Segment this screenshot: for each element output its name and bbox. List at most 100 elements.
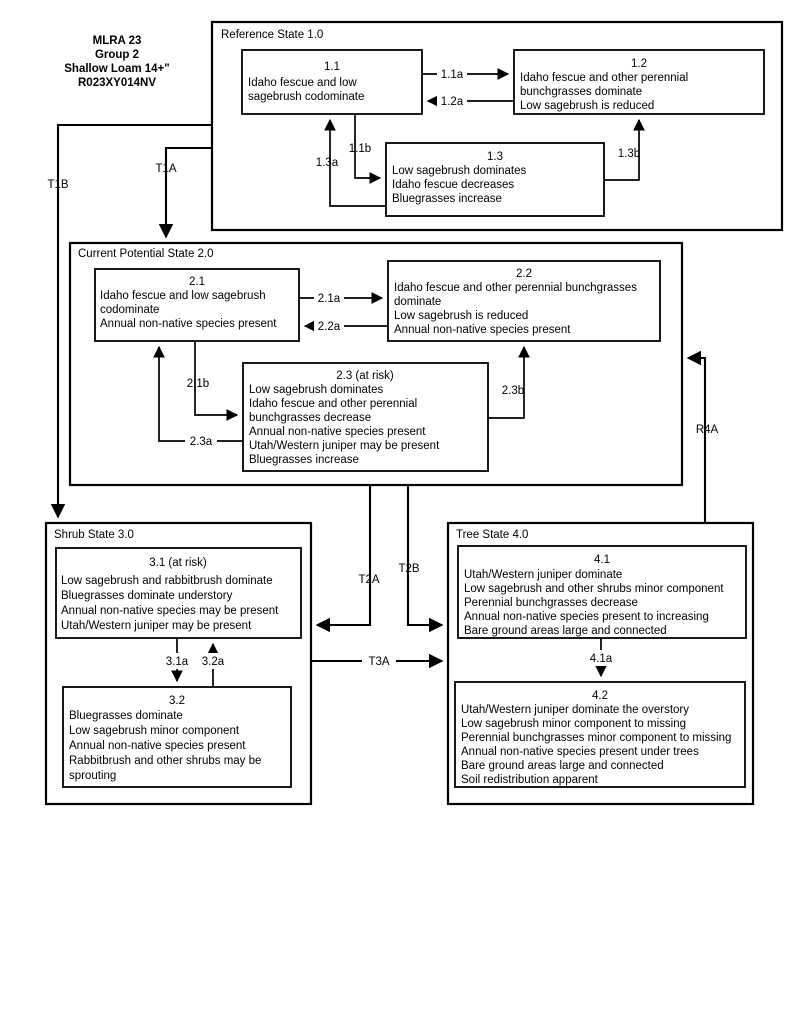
pathway-2-1b-label: 2.1b — [187, 378, 209, 390]
state-2-label: Current Potential State 2.0 — [78, 248, 214, 260]
transition-t2b-label: T2B — [398, 563, 419, 575]
phase-4-2-line-2: Low sagebrush minor component to missing — [461, 718, 686, 730]
state-box-shrub-3-0[interactable]: Shrub State 3.0 — [44, 521, 313, 806]
transition-r4a-label: R4A — [696, 424, 719, 436]
transition-t2a-label: T2A — [358, 574, 379, 586]
state-4-border — [446, 521, 755, 806]
pathway-2-3b-line — [488, 345, 530, 419]
pathway-3-2a[interactable]: 3.2a — [197, 642, 230, 687]
phase-4-2-line-1: Utah/Western juniper dominate the overst… — [461, 704, 689, 716]
phase-box-3-2[interactable]: 3.2 Bluegrasses dominate Low sagebrush m… — [62, 686, 292, 788]
transition-t1b[interactable]: T1B — [47, 123, 212, 519]
state-1-label: Reference State 1.0 — [221, 29, 323, 41]
pathway-1-1b[interactable]: 1.1b — [349, 114, 382, 184]
transition-r4a[interactable]: R4A — [686, 350, 719, 523]
phase-box-4-2[interactable]: 4.2 Utah/Western juniper dominate the ov… — [454, 681, 746, 788]
pathway-1-3a[interactable]: 1.3a — [316, 118, 386, 207]
phase-4-2-line-4: Annual non-native species present under … — [461, 746, 699, 758]
pathway-2-1a-label: 2.1a — [318, 293, 341, 305]
pathway-2-3b-label: 2.3b — [502, 385, 524, 397]
transition-t2b[interactable]: T2B — [398, 485, 444, 633]
phase-2-3-line-3: bunchgrasses decrease — [249, 412, 371, 424]
phase-4-1-number: 4.1 — [594, 554, 610, 566]
pathway-3-1a-label: 3.1a — [166, 656, 189, 668]
phase-box-1-1[interactable]: 1.1 Idaho fescue and low sagebrush codom… — [241, 49, 423, 115]
pathway-2-1a-label-bg — [314, 290, 344, 306]
pathway-2-3a[interactable]: 2.3a — [153, 345, 243, 449]
pathway-2-3b[interactable]: 2.3b — [488, 345, 530, 419]
phase-2-2-line-3: Low sagebrush is reduced — [394, 310, 528, 322]
state-2-border — [68, 241, 684, 487]
phase-box-1-2[interactable]: 1.2 Idaho fescue and other perennial bun… — [513, 49, 765, 115]
pathway-2-2a[interactable]: 2.2a — [303, 318, 388, 334]
pathway-2-2a-label-bg — [314, 318, 344, 334]
pathway-2-1b-line — [194, 341, 239, 421]
state-4-label: Tree State 4.0 — [456, 529, 528, 541]
transition-t1a-label: T1A — [155, 163, 176, 175]
state-3-label: Shrub State 3.0 — [54, 529, 134, 541]
transition-t3a-label: T3A — [368, 656, 389, 668]
phase-2-2-number: 2.2 — [516, 268, 532, 280]
phase-4-2-border — [454, 681, 746, 788]
header-line-4: R023XY014NV — [78, 77, 156, 89]
pathway-1-3b[interactable]: 1.3b — [604, 118, 645, 181]
pathway-1-3b-label: 1.3b — [618, 148, 640, 160]
phase-3-1-line-3: Annual non-native species may be present — [61, 605, 279, 617]
pathway-4-1a[interactable]: 4.1a — [584, 638, 618, 678]
transition-t1a-line — [158, 146, 212, 239]
pathway-1-1b-line — [354, 114, 382, 184]
phase-1-3-line-3: Bluegrasses increase — [392, 193, 502, 205]
state-box-tree-4-0[interactable]: Tree State 4.0 — [446, 521, 755, 806]
phase-1-2-line-2: bunchgrasses dominate — [520, 86, 642, 98]
phase-2-3-line-1: Low sagebrush dominates — [249, 384, 383, 396]
phase-box-4-1[interactable]: 4.1 Utah/Western juniper dominate Low sa… — [457, 545, 747, 639]
phase-1-3-line-2: Idaho fescue decreases — [392, 179, 514, 191]
phase-4-1-line-4: Annual non-native species present to inc… — [464, 611, 709, 623]
transition-t1b-line — [50, 123, 212, 519]
phase-2-2-border — [387, 260, 661, 342]
phase-box-2-3[interactable]: 2.3 (at risk) Low sagebrush dominates Id… — [242, 362, 489, 472]
phase-2-3-line-4: Annual non-native species present — [249, 426, 426, 438]
transition-t2a-line — [315, 485, 372, 633]
phase-2-1-border — [94, 268, 300, 342]
pathway-1-2a[interactable]: 1.2a — [426, 93, 514, 109]
phase-4-2-line-3: Perennial bunchgrasses minor component t… — [461, 732, 731, 744]
phase-box-2-2[interactable]: 2.2 Idaho fescue and other perennial bun… — [387, 260, 661, 342]
phase-2-1-line-1: Idaho fescue and low sagebrush — [100, 290, 266, 302]
phase-box-1-3[interactable]: 1.3 Low sagebrush dominates Idaho fescue… — [385, 142, 605, 217]
pathway-2-2a-label: 2.2a — [318, 321, 341, 333]
phase-3-1-line-2: Bluegrasses dominate understory — [61, 590, 233, 602]
pathway-1-2a-label-bg — [437, 93, 467, 109]
phase-box-3-1[interactable]: 3.1 (at risk) Low sagebrush and rabbitbr… — [55, 547, 302, 639]
phase-1-2-line-1: Idaho fescue and other perennial — [520, 72, 688, 84]
phase-box-2-1[interactable]: 2.1 Idaho fescue and low sagebrush codom… — [94, 268, 300, 342]
pathway-2-1a[interactable]: 2.1a — [299, 290, 384, 306]
pathway-1-1b-label: 1.1b — [349, 143, 371, 155]
phase-4-1-line-2: Low sagebrush and other shrubs minor com… — [464, 583, 724, 595]
phase-3-2-number: 3.2 — [169, 695, 185, 707]
transition-t2a[interactable]: T2A — [315, 485, 380, 633]
pathway-4-1a-label: 4.1a — [590, 653, 613, 665]
header-line-1: MLRA 23 — [93, 35, 142, 47]
pathway-2-3a-label: 2.3a — [190, 436, 213, 448]
phase-4-1-line-3: Perennial bunchgrasses decrease — [464, 597, 638, 609]
phase-1-2-border — [513, 49, 765, 115]
phase-4-1-line-1: Utah/Western juniper dominate — [464, 569, 622, 581]
phase-3-2-line-4: Rabbitbrush and other shrubs may be — [69, 755, 261, 767]
phase-2-1-line-3: Annual non-native species present — [100, 318, 277, 330]
transition-t3a[interactable]: T3A — [311, 653, 444, 669]
phase-1-1-number: 1.1 — [324, 61, 340, 73]
transition-t2b-line — [406, 485, 444, 633]
state-box-current-potential-2-0[interactable]: Current Potential State 2.0 — [68, 241, 684, 487]
phase-3-2-line-5: sprouting — [69, 770, 116, 782]
transition-t1a[interactable]: T1A — [155, 146, 212, 239]
pathway-2-1b[interactable]: 2.1b — [187, 341, 239, 421]
phase-1-1-border — [241, 49, 423, 115]
header-line-2: Group 2 — [95, 49, 139, 61]
phase-4-2-number: 4.2 — [592, 690, 608, 702]
pathway-3-1a[interactable]: 3.1a — [161, 638, 194, 683]
phase-3-1-border — [55, 547, 302, 639]
transition-r4a-line — [686, 350, 707, 523]
pathway-1-1a[interactable]: 1.1a — [422, 66, 510, 82]
transition-t1b-label: T1B — [47, 179, 68, 191]
